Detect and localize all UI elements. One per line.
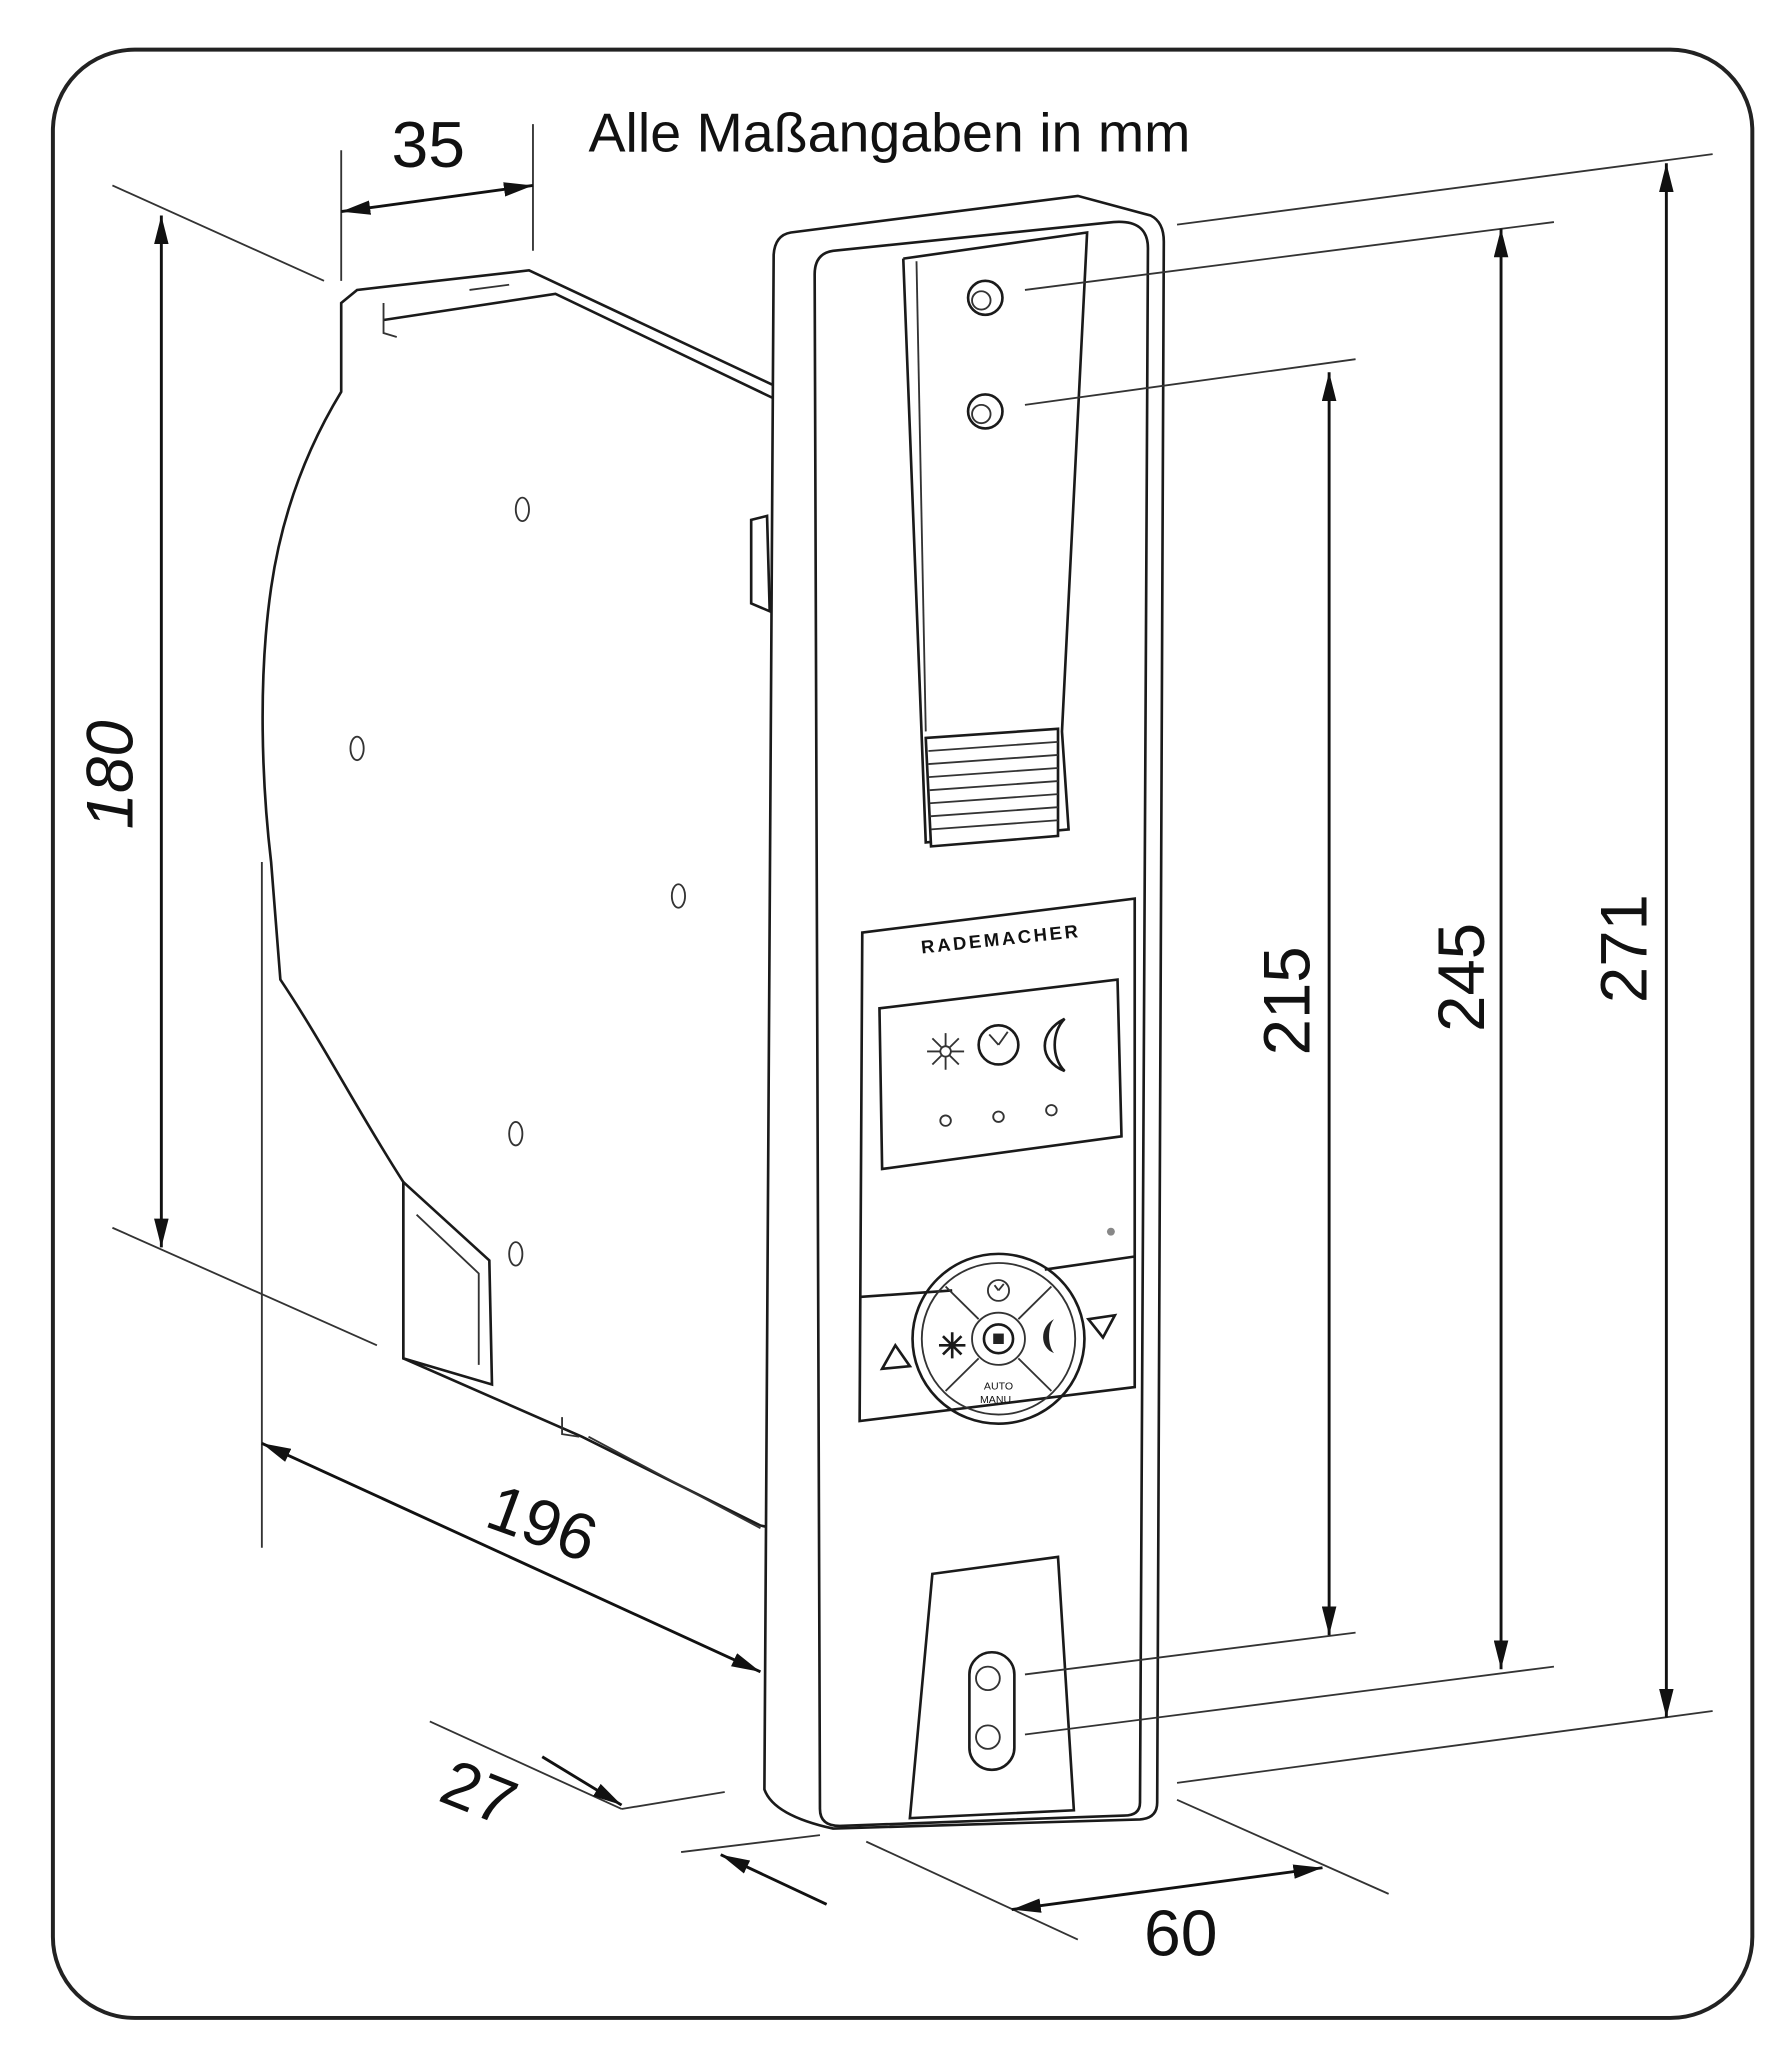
control-dial: AUTO MANU (911, 1252, 1086, 1425)
title-text: Alle Maßangaben in mm (589, 102, 1191, 164)
svg-text:35: 35 (391, 109, 465, 182)
moon-icon (1043, 1017, 1066, 1073)
svg-text:60: 60 (1144, 1897, 1218, 1970)
manu-label: MANU (980, 1394, 1011, 1406)
clock-icon (977, 1024, 1020, 1066)
dimension-180: 180 (73, 184, 378, 1347)
bottom-cover (908, 1555, 1076, 1820)
sun-button-icon (938, 1332, 966, 1359)
svg-text:180: 180 (73, 720, 146, 829)
auto-label: AUTO (984, 1381, 1013, 1393)
dimension-245: 245 (1024, 221, 1555, 1736)
thumbwheel (924, 727, 1060, 848)
dimension-215: 215 (1024, 358, 1356, 1676)
up-arrow-icon (879, 1342, 913, 1371)
display-window (878, 978, 1123, 1171)
frame-border (50, 47, 1755, 2020)
sun-icon (927, 1033, 965, 1070)
front-panel: RADEMACHER (763, 194, 1166, 1830)
dimension-60: 60 (865, 1799, 1390, 1970)
mounting-holes (966, 279, 1016, 1772)
svg-text:245: 245 (1424, 923, 1497, 1032)
dimension-35: 35 (340, 109, 534, 281)
dimension-271: 271 (1176, 153, 1713, 1784)
down-arrow-icon (1085, 1313, 1118, 1340)
svg-text:196: 196 (478, 1470, 607, 1575)
side-housing (261, 269, 775, 1530)
svg-text:271: 271 (1587, 894, 1660, 1003)
svg-text:215: 215 (1250, 946, 1323, 1055)
moon-button-icon (1043, 1319, 1055, 1354)
